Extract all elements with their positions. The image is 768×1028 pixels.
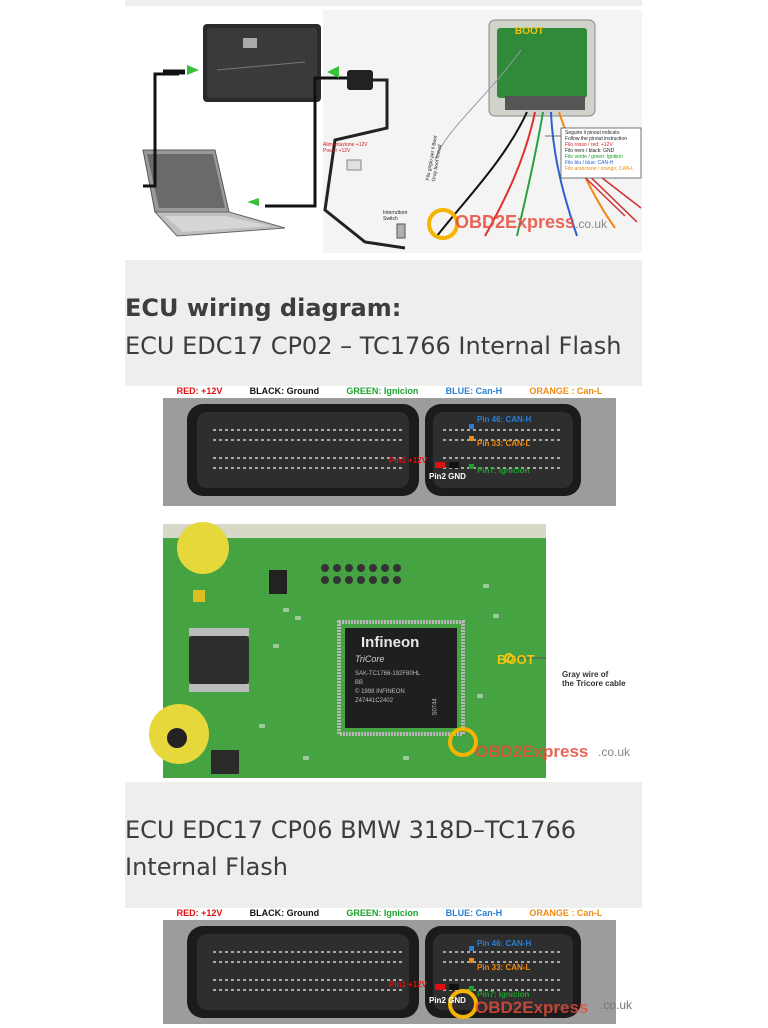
- switch-label: Interruttore Switch: [383, 210, 407, 222]
- pin-can-h: Pin 46: CAN-H: [477, 939, 532, 948]
- chip-line: © 1998 INFINEON: [355, 689, 405, 695]
- chip-line: SAK-TC1766-192F80HL: [355, 671, 421, 677]
- chip-sub: TriCore: [355, 654, 385, 664]
- pinout-note: Follow the pinout instruction: [565, 136, 627, 142]
- connector-illustration: [163, 398, 616, 506]
- board-watermark-suffix: .co.uk: [598, 745, 631, 759]
- pinout-notes: Seguire il pinout indicato Follow the pi…: [565, 130, 641, 172]
- power-label-en: Power +12V: [323, 148, 351, 154]
- pin-gnd: Pin2 GND: [429, 996, 466, 1005]
- heading-band-2: [125, 782, 642, 908]
- section-heading-bold: ECU wiring diagram:: [125, 294, 402, 322]
- power-label-it: Alimentazione +12V: [323, 142, 368, 148]
- pin-can-h: Pin 46: CAN-H: [477, 415, 532, 424]
- chip-line: Z47441C2402: [355, 698, 394, 704]
- chip-line: BB: [355, 680, 364, 686]
- gray-wire-caption-1: Gray wire of: [562, 670, 609, 679]
- legend-item-orange: ORANGE : Can-L: [529, 386, 603, 396]
- legend-item-black: BLACK: Ground: [249, 386, 320, 396]
- legend-item-blue: BLUE: Can-H: [445, 908, 503, 918]
- legend-item-green: GREEN: Ignicion: [346, 386, 419, 396]
- connector-watermark-suffix: .co.uk: [600, 998, 633, 1012]
- legend-item-orange: ORANGE : Can-L: [529, 908, 603, 918]
- pinout-note: Filo blu / blue: CAN-H: [565, 160, 614, 166]
- ecu-module-icon: [488, 19, 596, 117]
- watermark-main: OBD2Express: [475, 742, 589, 761]
- boot-label: BOOT: [515, 26, 544, 37]
- chip-brand: Infineon: [361, 634, 420, 651]
- pinout-note: Filo verde / green: Ignition: [565, 154, 623, 160]
- section-heading: ECU EDC17 CP02 – TC1766 Internal Flash: [125, 332, 622, 360]
- connector-illustration-2: [163, 920, 616, 1024]
- legend-item-black: BLACK: Ground: [249, 908, 320, 918]
- pin-gnd: Pin2 GND: [429, 472, 466, 481]
- section-heading-line1: ECU EDC17 CP06 BMW 318D–TC1766: [125, 816, 576, 844]
- connector-photo-2: Pin 46: CAN-H Pin 33: CAN-L Pin7: Ignici…: [163, 920, 616, 1024]
- gray-wire-caption: Gray wire of the Tricore cable: [562, 670, 626, 688]
- color-legend: RED: +12V BLACK: Ground GREEN: Ignicion …: [163, 386, 616, 398]
- pin-can-l: Pin 33: CAN-L: [477, 439, 531, 448]
- board-boot-label: BOOT: [497, 652, 535, 667]
- pin-ignition: Pin7: Ignicion: [477, 466, 530, 475]
- watermark: OBD2Express.co.uk: [455, 212, 607, 233]
- switch-label-it: Interruttore: [383, 210, 408, 216]
- section-heading-line2: Internal Flash: [125, 853, 289, 881]
- laptop-icon: [142, 149, 286, 237]
- gray-wire-caption-2: the Tricore cable: [562, 679, 626, 688]
- board-photo: Infineon TriCore SAK-TC1766-192F80HL BB …: [149, 522, 588, 778]
- heading-band-1: [125, 260, 642, 386]
- pin-power: Pin1 +12V: [389, 980, 428, 989]
- watermark-main: OBD2Express: [455, 212, 576, 232]
- chip-markings: SAK-TC1766-192F80HL BB © 1998 INFINEON Z…: [355, 670, 420, 706]
- pinout-note: Filo arancione / orange: CAN-L: [565, 166, 634, 172]
- pin-can-l: Pin 33: CAN-L: [477, 963, 531, 972]
- top-strip: [125, 0, 642, 6]
- color-legend-2: RED: +12V BLACK: Ground GREEN: Ignicion …: [163, 908, 616, 920]
- legend-item-red: RED: +12V: [176, 386, 223, 396]
- wiring-photo: BOOT Alimentazione +12V Power +12V Inter…: [125, 10, 642, 253]
- pinout-note: Filo rosso / red: +12V: [565, 142, 613, 148]
- legend-item-green: GREEN: Ignicion: [346, 908, 419, 918]
- power-label: Alimentazione +12V Power +12V: [323, 142, 368, 154]
- pinout-note: Filo nero / black: GND: [565, 148, 615, 154]
- connector-photo: Pin 46: CAN-H Pin 33: CAN-L Pin7: Ignici…: [163, 398, 616, 506]
- legend-item-blue: BLUE: Can-H: [445, 386, 503, 396]
- pin-power: Pin1 +12V: [389, 456, 428, 465]
- chip-code: S0744: [432, 698, 439, 716]
- legend-item-red: RED: +12V: [176, 908, 223, 918]
- board-watermark: OBD2Express: [475, 742, 588, 762]
- connector-watermark: OBD2Express: [475, 998, 588, 1018]
- wiring-illustration: [142, 10, 642, 253]
- pinout-note: Seguire il pinout indicato: [565, 130, 620, 136]
- board-illustration: [149, 522, 546, 778]
- programmer-box-icon: [203, 24, 321, 102]
- switch-label-en: Switch: [383, 216, 398, 222]
- watermark-main: OBD2Express: [475, 998, 589, 1017]
- pin-ignition: Pin7: Ignicion: [477, 990, 530, 999]
- watermark-suffix: .co.uk: [575, 217, 608, 231]
